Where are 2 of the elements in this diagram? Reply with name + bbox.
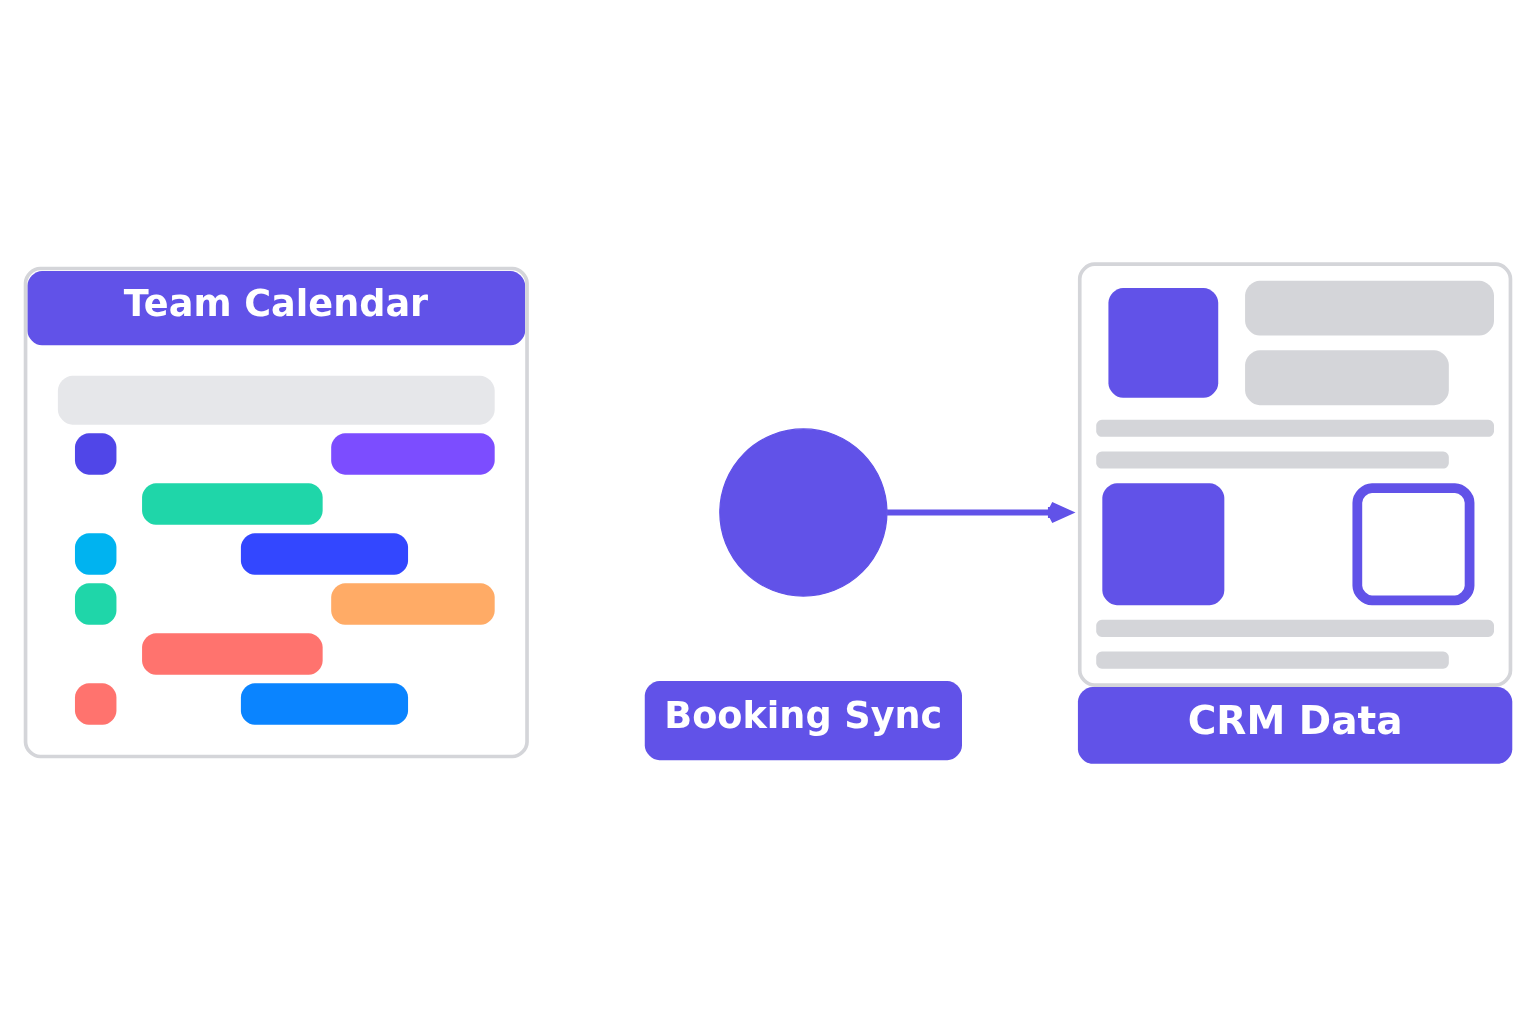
node-box: Booking Sync: [644, 680, 962, 760]
node-circle: [719, 427, 888, 597]
